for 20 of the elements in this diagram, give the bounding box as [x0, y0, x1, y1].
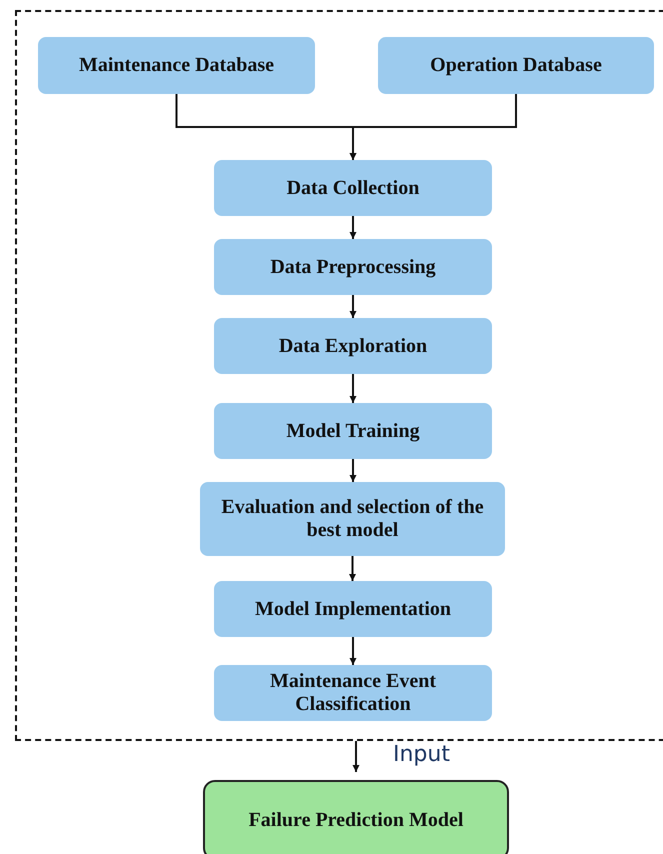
process-box: Evaluation and selection of the best model: [200, 482, 505, 556]
arrow: [349, 556, 356, 581]
process-box: Model Training: [214, 403, 492, 459]
process-box: Maintenance Event Classification: [214, 665, 492, 721]
process-box: Operation Database: [378, 37, 654, 94]
arrow: [352, 741, 360, 772]
arrow: [350, 295, 356, 318]
edge-label: Input: [393, 742, 450, 766]
arrow: [350, 637, 356, 665]
process-box: Model Implementation: [214, 581, 492, 637]
process-box: Data Collection: [214, 160, 492, 216]
process-box: Maintenance Database: [38, 37, 315, 94]
arrow: [350, 459, 356, 482]
arrow: [350, 216, 356, 239]
model-box: Failure Prediction Model: [203, 780, 509, 854]
process-box: Data Exploration: [214, 318, 492, 374]
arrow: [350, 94, 517, 160]
dashed-group-border: [15, 10, 663, 741]
arrow: [350, 374, 356, 403]
process-box: Data Preprocessing: [214, 239, 492, 295]
